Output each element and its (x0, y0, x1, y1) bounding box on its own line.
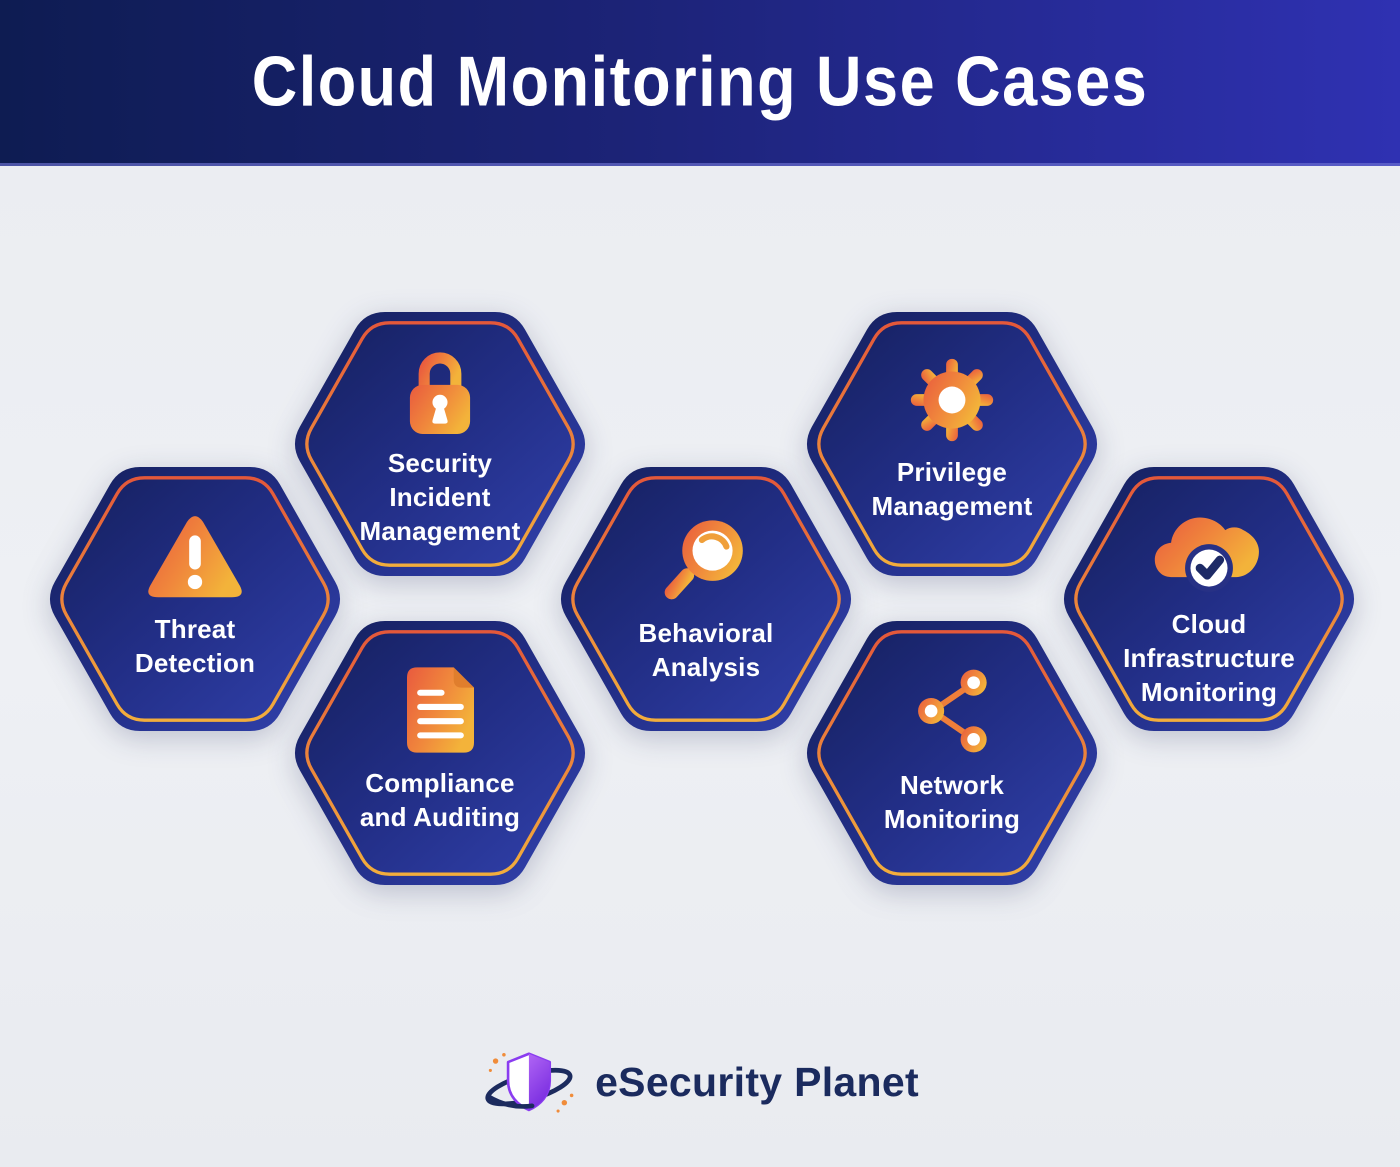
hex-card-cloud-infrastructure-monitoring: Cloud Infrastructure Monitoring (1059, 467, 1359, 731)
hex-card-network-monitoring: Network Monitoring (802, 621, 1102, 885)
hex-card-compliance-and-auditing: Compliance and Auditing (290, 621, 590, 885)
hex-label: Network Monitoring (883, 770, 1021, 834)
hex-label: Privilege Management (871, 457, 1033, 521)
brand-name: eSecurity Planet (595, 1058, 919, 1105)
hex-label: Behavioral Analysis (638, 618, 774, 682)
hex-card-privilege-management: Privilege Management (802, 312, 1102, 576)
sparkle-dots (488, 1053, 574, 1113)
hexagon-shape (560, 467, 852, 731)
share-network-icon (918, 669, 987, 753)
gear-icon (910, 358, 994, 442)
hexagon-shape (294, 312, 586, 576)
hex-label: Security Incident Management (359, 448, 521, 546)
hex-card-threat-detection: Threat Detection (45, 467, 345, 731)
hex-label: Threat Detection (134, 614, 256, 678)
hexagon-shape (806, 312, 1098, 576)
hex-label: Compliance and Auditing (359, 768, 521, 832)
brand-logo-lockup: eSecurity Planet (0, 1030, 1400, 1140)
hex-card-security-incident-management: Security Incident Management (290, 312, 590, 576)
hexagon-shape (49, 467, 341, 731)
magnifier-icon (664, 520, 743, 600)
hex-label: Cloud Infrastructure Monitoring (1123, 609, 1295, 707)
header-band: Cloud Monitoring Use Cases (0, 0, 1400, 166)
document-icon (406, 667, 474, 753)
hexagon-shape (806, 621, 1098, 885)
lock-icon (409, 352, 471, 434)
shield-orbit-icon (485, 1052, 574, 1113)
hex-card-behavioral-analysis: Behavioral Analysis (556, 467, 856, 731)
hexagon-shape (1063, 467, 1355, 731)
hexagon-shape (294, 621, 586, 885)
cloud-check-icon (1154, 517, 1259, 592)
page-title: Cloud Monitoring Use Cases (251, 42, 1149, 121)
warning-triangle-icon (148, 516, 242, 598)
